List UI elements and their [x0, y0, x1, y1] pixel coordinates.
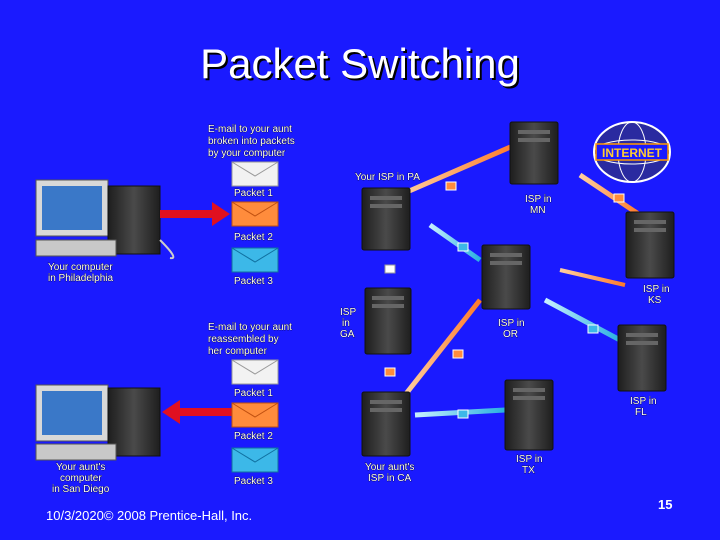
send-arrow: [160, 202, 230, 226]
label-packet-out-2: Packet 2: [234, 232, 273, 243]
label-isp-mn-1: ISP in: [525, 194, 552, 205]
transit-packet-4: [457, 242, 469, 252]
server-isp-ks: [625, 211, 675, 279]
label-email-in-3: her computer: [208, 346, 268, 357]
label-email-out-1: E-mail to your aunt: [208, 124, 292, 135]
label-isp-mn-2: MN: [530, 205, 546, 216]
label-aunt-computer-2: computer: [60, 473, 102, 484]
label-aunt-isp-1: Your aunt's: [365, 462, 414, 473]
label-aunt-computer-1: Your aunt's: [56, 462, 105, 473]
internet-logo-text: INTERNET: [602, 146, 663, 160]
route-or-ca: [403, 298, 482, 397]
label-isp-fl-1: ISP in: [630, 396, 657, 407]
internet-globe-icon: INTERNET: [593, 121, 671, 183]
server-isp-or: [481, 244, 531, 310]
label-aunt-isp-2: ISP in CA: [368, 473, 411, 484]
transit-packet-8: [457, 409, 469, 419]
label-aunt-computer-3: in San Diego: [52, 484, 110, 495]
transit-packet-7: [587, 324, 599, 334]
label-email-in-1: E-mail to your aunt: [208, 322, 292, 333]
server-isp-pa: [361, 187, 411, 251]
server-isp-mn: [509, 121, 559, 185]
transit-packet-5: [384, 367, 396, 377]
transit-packet-6: [452, 349, 464, 359]
label-isp-tx-2: TX: [522, 465, 535, 476]
label-packet-out-1: Packet 1: [234, 188, 273, 199]
route-lines: [387, 142, 642, 418]
label-packet-out-3: Packet 3: [234, 276, 273, 287]
transit-packet-1: [445, 181, 457, 191]
label-your-computer-1: Your computer: [48, 262, 113, 273]
server-isp-fl: [617, 324, 667, 392]
receive-arrow: [162, 400, 232, 424]
receiver-computer-icon: [35, 384, 161, 461]
transit-packet-2: [613, 193, 625, 203]
outgoing-packet-envelopes: [231, 161, 279, 273]
label-isp-fl-2: FL: [635, 407, 647, 418]
label-isp-ga-1: ISP: [340, 307, 356, 318]
label-email-in-2: reassembled by: [208, 334, 279, 345]
label-isp-or-1: ISP in: [498, 318, 525, 329]
label-isp-ga-2: in: [342, 318, 350, 329]
label-isp-ks-2: KS: [648, 295, 662, 306]
label-packet-in-1: Packet 1: [234, 388, 273, 399]
server-isp-ca: [361, 391, 411, 457]
label-packet-in-3: Packet 3: [234, 476, 273, 487]
page-number: 15: [658, 497, 673, 512]
label-email-out-2: broken into packets: [208, 136, 295, 147]
route-mn-ks: [578, 172, 642, 218]
label-isp-tx-1: ISP in: [516, 454, 543, 465]
route-or-fl: [543, 297, 622, 343]
label-email-out-3: by your computer: [208, 148, 286, 159]
transit-packet-3: [384, 264, 396, 274]
server-isp-tx: [504, 379, 554, 451]
slide-footer: 10/3/2020© 2008 Prentice-Hall, Inc.: [46, 508, 253, 523]
slide-title: Packet Switching: [200, 40, 520, 87]
route-pa-or: [428, 222, 482, 263]
sender-computer-icon: [35, 179, 175, 260]
server-isp-ga: [364, 287, 412, 355]
diagram-labels: E-mail to your aunt broken into packets …: [48, 124, 670, 496]
label-isp-pa: Your ISP in PA: [355, 172, 420, 183]
incoming-packet-envelopes: [231, 359, 279, 473]
label-isp-or-2: OR: [503, 329, 518, 340]
route-or-internet: [559, 268, 626, 287]
label-isp-ga-3: GA: [340, 329, 355, 340]
in-transit-packets: [384, 181, 625, 419]
label-your-computer-2: in Philadelphia: [48, 273, 113, 284]
label-isp-ks-1: ISP in: [643, 284, 670, 295]
route-pa-mn: [399, 142, 516, 198]
label-packet-in-2: Packet 2: [234, 431, 273, 442]
